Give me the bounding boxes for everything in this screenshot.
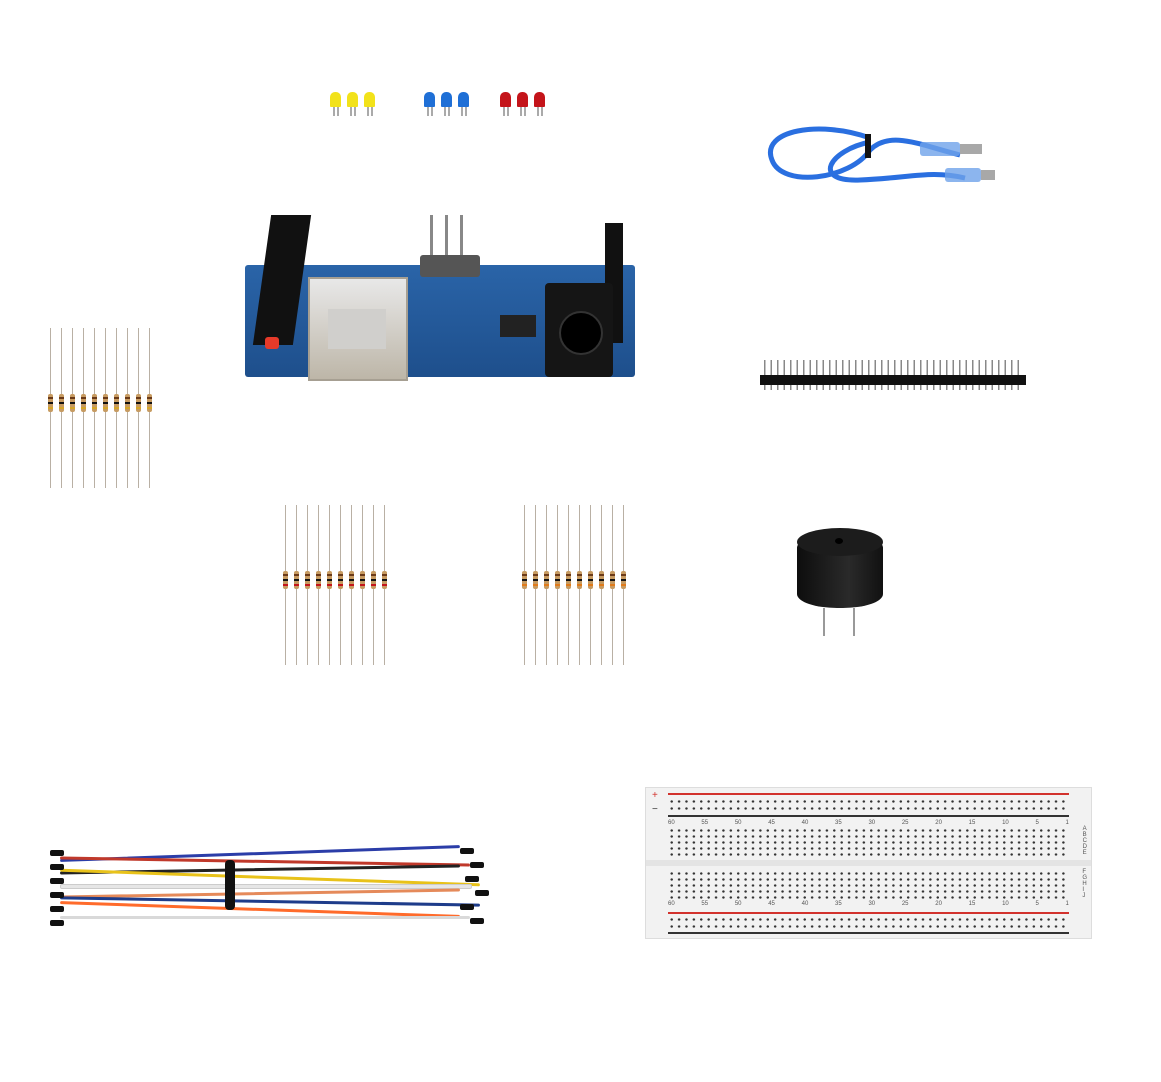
- rail-plus-label: +: [652, 790, 658, 801]
- crystal: [420, 255, 480, 277]
- resistor-bundle-center: [522, 505, 626, 665]
- cable-tie: [225, 860, 235, 910]
- led-red: [500, 92, 511, 116]
- rail-minus-label: −: [652, 804, 658, 815]
- led-blue: [458, 92, 469, 116]
- led-yellow: [330, 92, 341, 116]
- dc-jack: [545, 283, 613, 377]
- jumper-wires-bundle: [40, 830, 500, 950]
- usb-cable: [767, 126, 995, 183]
- led-red: [517, 92, 528, 116]
- led-group-red: [500, 92, 545, 116]
- led-group-yellow: [330, 92, 375, 116]
- arduino-board: [240, 215, 640, 381]
- led-blue: [424, 92, 435, 116]
- led-group-blue: [424, 92, 469, 116]
- resistor-bundle-center-left: [283, 505, 387, 665]
- led-yellow: [347, 92, 358, 116]
- resistor-bundle-left: [48, 328, 152, 488]
- led-yellow: [364, 92, 375, 116]
- reset-button: [265, 337, 279, 349]
- regulator: [500, 315, 536, 337]
- led-red: [534, 92, 545, 116]
- pin-header-strip: [760, 360, 1026, 390]
- center-channel: [646, 860, 1091, 866]
- usb-b-port: [308, 277, 408, 381]
- led-blue: [441, 92, 452, 116]
- piezo-buzzer: [797, 528, 883, 638]
